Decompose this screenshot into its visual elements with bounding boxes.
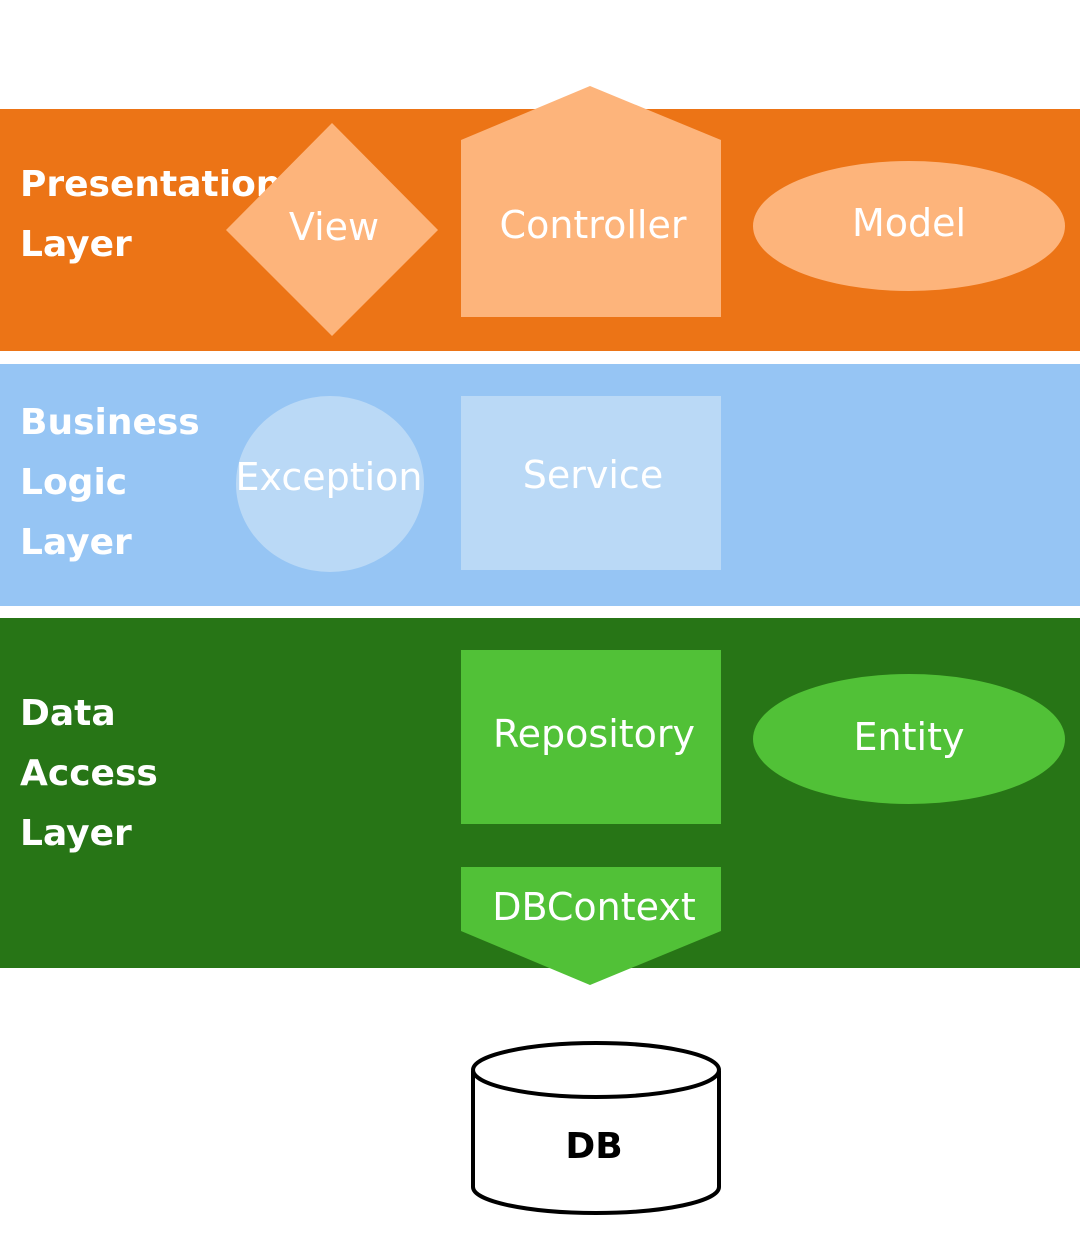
business-layer-label-line3: Layer <box>20 522 132 563</box>
presentation-layer-label-line2: Layer <box>20 224 132 265</box>
db-label: DB <box>565 1126 622 1167</box>
dbcontext-shape[interactable] <box>461 867 721 985</box>
model-ellipse[interactable] <box>753 161 1065 291</box>
data-layer-label-line1: Data <box>20 693 116 734</box>
model-label: Model <box>852 201 966 245</box>
controller-label: Controller <box>500 203 687 247</box>
view-label: View <box>289 205 379 249</box>
data-layer-label-line2: Access <box>20 753 158 794</box>
entity-ellipse[interactable] <box>753 674 1065 804</box>
entity-label: Entity <box>854 715 965 759</box>
exception-circle[interactable] <box>236 396 424 572</box>
presentation-layer-label-line1: Presentation <box>20 164 281 205</box>
business-layer-label-line2: Logic <box>20 462 127 503</box>
db-cylinder-body <box>471 1071 721 1215</box>
view-diamond[interactable] <box>226 123 438 336</box>
exception-label: Exception <box>235 455 422 499</box>
db-cylinder-icon[interactable] <box>471 1041 721 1215</box>
controller-shape[interactable] <box>461 86 721 317</box>
repository-label: Repository <box>493 712 695 756</box>
data-layer-label-line3: Layer <box>20 813 132 854</box>
db-cylinder-top <box>471 1041 721 1099</box>
repository-box[interactable] <box>461 650 721 824</box>
service-box[interactable] <box>461 396 721 570</box>
service-label: Service <box>523 453 663 497</box>
dbcontext-label: DBContext <box>492 885 696 929</box>
business-layer-label-line1: Business <box>20 402 200 443</box>
